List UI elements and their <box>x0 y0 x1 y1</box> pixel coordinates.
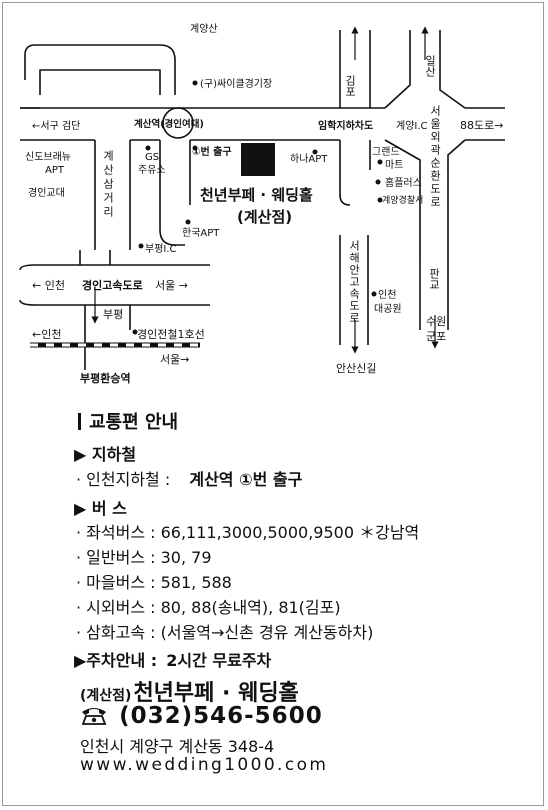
landmark-dots <box>132 80 383 335</box>
label-station: 계산역(경인여대) <box>134 118 204 130</box>
label-gs: GS <box>145 152 159 163</box>
label-incheon-rail: ←인천 <box>32 327 61 341</box>
label-gyeongin-exp-r: 서울 → <box>155 279 188 292</box>
label-seoul-rail: 서울→ <box>160 353 189 366</box>
subway-label: · 인천지하철 : <box>76 470 171 489</box>
label-gs2: 주유소 <box>138 164 166 176</box>
label-gunpo: 군포 <box>426 330 446 343</box>
parking-value: 2시간 무료주차 <box>166 651 272 670</box>
label-gyeyang-ic: 계양I.C <box>396 120 428 132</box>
label-cycle: (구)싸이클경기장 <box>200 77 272 90</box>
label-hanguk: 한국APT <box>182 227 220 239</box>
bus-line-5: · 삼화고속 : (서울역→신촌 경유 계산동하차) <box>76 623 374 642</box>
subway-value: 계산역 ①번 출구 <box>189 470 303 489</box>
bus-line-1: · 좌석버스 : 66,111,3000,5000,9500 ＊강남역 <box>76 523 420 542</box>
label-outer-ring: 서울외곽순환도로 <box>429 105 442 209</box>
label-gimpo: 김포 <box>344 75 357 97</box>
label-gyeongin-exp: 경인고속도로 <box>82 278 143 292</box>
phone-line: (032)546-5600 <box>80 703 323 729</box>
bus-title: ▶ 버 스 <box>74 499 127 518</box>
label-bupyeong-transfer: 부평환승역 <box>80 371 131 385</box>
heading-bar <box>78 413 81 430</box>
label-gyeongin-exp-l: ← 인천 <box>32 278 65 292</box>
info-heading: 교통편 안내 <box>78 408 178 434</box>
bus-line-2: · 일반버스 : 30, 79 <box>76 548 212 567</box>
label-seogu: ←서구 검단 <box>32 120 80 132</box>
label-suwon: 수원 <box>426 315 446 328</box>
label-seohae: 서해안고속도로 <box>348 240 361 324</box>
bus-line-3: · 마을버스 : 581, 588 <box>76 573 232 592</box>
address: 인천시 계양구 계산동 348-4 <box>80 737 275 756</box>
label-incheon-park2: 대공원 <box>374 303 402 315</box>
label-venue-name: 천년부페 · 웨딩홀 <box>200 186 313 204</box>
label-exit1: ①번 출구 <box>192 145 232 158</box>
label-gyeongin-edu: 경인교대 <box>28 186 65 199</box>
subway-line: · 인천지하철 : 계산역 ①번 출구 <box>76 466 302 490</box>
label-imhak: 임학지하차도 <box>318 119 373 132</box>
venue-branch: (계산점) <box>80 688 132 704</box>
label-bupyeong-ic: 부평I.C <box>145 243 177 255</box>
station-marker <box>162 107 194 139</box>
label-grand2: 마트 <box>385 159 403 171</box>
parking-title: ▶주차안내 : <box>74 651 158 670</box>
label-sindo: 신도브래뉴 <box>25 151 71 163</box>
label-hana: 하나APT <box>290 152 328 165</box>
label-sindo-apt: APT <box>45 165 65 176</box>
venue-title: (계산점)천년부페 · 웨딩홀 <box>80 675 299 707</box>
subway-title: ▶ 지하철 <box>74 445 137 464</box>
parking-line: ▶주차안내 : 2시간 무료주차 <box>74 647 271 671</box>
label-bupyeong: 부평 <box>103 308 123 321</box>
telephone-icon <box>81 708 107 725</box>
label-pangyo: 판교 <box>428 268 441 290</box>
label-gyeyangsan: 계양산 <box>190 23 218 35</box>
road-network <box>19 30 505 370</box>
location-map: 계양산 (구)싸이클경기장 ←서구 검단 계산역(경인여대) 임학지하차도 계양… <box>19 23 505 385</box>
label-home: 홈플러스 <box>385 176 422 189</box>
heading-text: 교통편 안내 <box>89 412 179 433</box>
label-incheon-park: 인천 <box>378 289 396 301</box>
label-gyeongin-line: 경인전철1호선 <box>137 328 205 341</box>
venue-name: 천년부페 · 웨딩홀 <box>133 681 299 706</box>
website[interactable]: www.wedding1000.com <box>80 755 329 775</box>
label-road88: 88도로→ <box>460 119 503 132</box>
label-police: 계양경찰서 <box>382 194 423 206</box>
phone-number[interactable]: (032)546-5600 <box>119 703 323 729</box>
venue-marker <box>241 143 275 176</box>
direction-arrows <box>91 26 439 354</box>
bus-line-4: · 시외버스 : 80, 88(송내역), 81(김포) <box>76 598 341 617</box>
label-ilsan: 일산 <box>424 54 437 77</box>
label-ansan: 안산신길 <box>336 362 376 375</box>
label-grand: 그랜드 <box>372 146 400 158</box>
label-gyesan-road: 계산삼거리 <box>102 150 115 220</box>
label-venue-branch: (계산점) <box>237 208 292 226</box>
